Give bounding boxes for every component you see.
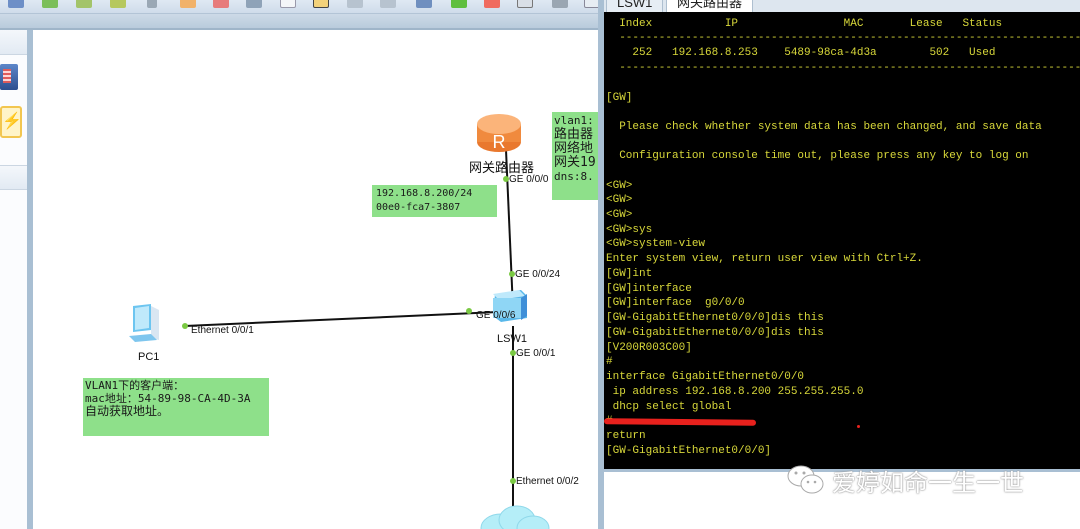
note-line: 自动获取地址。 <box>85 404 170 418</box>
cloud-port-label: Ethernet 0/0/2 <box>516 476 579 487</box>
delete-icon[interactable] <box>213 0 229 8</box>
pc-icon <box>129 304 159 342</box>
note-line: 网关19 <box>554 155 596 170</box>
undo-icon[interactable] <box>76 0 92 8</box>
svg-text:R: R <box>493 132 506 152</box>
screens-icon[interactable] <box>552 0 568 8</box>
router-label: 网关路由器 <box>469 160 535 175</box>
link-port-dot <box>510 478 516 484</box>
pc-port-label: Ethernet 0/0/1 <box>191 325 254 336</box>
link-port-dot <box>509 271 515 277</box>
tab-lsw1[interactable]: LSW1 <box>606 0 664 12</box>
tab-gateway-router[interactable]: 网关路由器 <box>666 0 754 12</box>
link-port-dot <box>466 308 472 314</box>
terminal-line: <GW> <box>606 209 633 221</box>
terminal-line: Please check whether system data has bee… <box>606 121 1042 133</box>
stop-icon[interactable] <box>484 0 500 8</box>
layout-icon[interactable] <box>42 0 58 8</box>
pc-note[interactable]: VLAN1下的客户端： mac地址：54-89-98-CA-4D-3A 自动获取… <box>83 378 269 436</box>
text-note-icon[interactable] <box>280 0 296 8</box>
topology-canvas[interactable]: R 网关路由器 GE 0/0/0 192.168.8.200/24 00e0-f… <box>33 30 598 529</box>
hand-icon[interactable] <box>180 0 196 8</box>
terminal-line: <GW> <box>606 194 633 206</box>
zoom-in-icon[interactable] <box>347 0 363 8</box>
link-port-dot <box>510 350 516 356</box>
watermark: 爱婷如命一生一世 <box>786 462 1024 498</box>
terminal-line: # <box>606 356 613 368</box>
toolbar <box>0 0 600 14</box>
switch-port-up-label: GE 0/0/24 <box>515 269 561 280</box>
terminal-line: [GW-GigabitEthernet0/0/0] <box>606 445 772 457</box>
wechat-icon <box>787 465 824 494</box>
note-line: VLAN1下的客户端： <box>85 379 185 392</box>
router-port-label: GE 0/0/0 <box>509 174 549 185</box>
terminal-line: <GW>sys <box>606 224 653 236</box>
router-note[interactable]: 192.168.8.200/24 00e0-fca7-3807 <box>372 185 497 217</box>
terminal-line: [GW]interface <box>606 283 692 295</box>
device-panel: ⚡ <box>0 30 27 529</box>
zoom-out-icon[interactable] <box>380 0 396 8</box>
terminal-tabs: LSW1 网关路由器 <box>604 0 1080 12</box>
terminal-line: ip address 192.168.8.200 255.255.255.0 <box>606 386 864 398</box>
terminal-console[interactable]: Index IP MAC Lease Status --------------… <box>604 12 1080 469</box>
connection-icon[interactable]: ⚡ <box>0 106 22 138</box>
terminal-line: ----------------------------------------… <box>606 32 1080 44</box>
cloud-icon <box>480 505 550 529</box>
note-line: 路由器 <box>554 127 594 142</box>
terminal-line: Enter system view, return user view with… <box>606 253 923 265</box>
red-dot-annotation <box>857 425 860 428</box>
terminal-line: [GW] <box>606 92 633 104</box>
terminal-line: dhcp select global <box>606 401 732 413</box>
note-line: vlan1: <box>554 114 594 127</box>
terminal-line: <GW> <box>606 180 633 192</box>
start-icon[interactable] <box>451 0 467 8</box>
terminal-line: Configuration console time out, please p… <box>606 150 1029 162</box>
vlan-note[interactable]: vlan1: 路由器 网络地 网关19 dns:8. <box>552 112 598 200</box>
terminal-line: ----------------------------------------… <box>606 62 1080 74</box>
links <box>184 149 514 529</box>
terminal-line: [V200R003C00] <box>606 342 692 354</box>
terminal-line: interface GigabitEthernet0/0/0 <box>606 371 805 383</box>
terminal-line: 252 192.168.8.253 5489-98ca-4d3a 502 Use… <box>606 47 996 59</box>
delete-link-icon[interactable] <box>246 0 262 8</box>
toolbar-subbar <box>0 14 600 30</box>
terminal-line: <GW>system-view <box>606 238 706 250</box>
cloud-device[interactable] <box>479 502 551 529</box>
panel-header <box>0 30 27 55</box>
router-icon: R <box>477 114 521 152</box>
splitter-left[interactable] <box>27 30 33 529</box>
watermark-text: 爱婷如命一生一世 <box>832 469 1024 497</box>
splitter-right[interactable] <box>598 0 604 529</box>
terminal-line: [GW-GigabitEthernet0/0/0]dis this <box>606 312 824 324</box>
panel-header-2 <box>0 165 27 190</box>
terminal-line: Index IP MAC Lease Status <box>606 18 1003 30</box>
pc-label: PC1 <box>138 351 160 363</box>
terminal-line: [GW]int <box>606 268 653 280</box>
terminal-line: return <box>606 430 646 442</box>
switch-icon <box>493 290 527 322</box>
note-line: dns:8. <box>554 170 594 183</box>
terminal-bottom-area <box>604 469 1080 529</box>
note-line: 192.168.8.200/24 <box>376 188 473 199</box>
link-port-dot <box>503 176 509 182</box>
capture-icon[interactable] <box>517 0 533 8</box>
edit-icon[interactable] <box>8 0 24 8</box>
router-device[interactable]: R <box>476 110 522 154</box>
pointer-icon[interactable] <box>147 0 157 8</box>
switch-device[interactable] <box>491 288 529 322</box>
link-port-dot <box>182 323 188 329</box>
terminal-line: [GW]interface g0/0/0 <box>606 297 745 309</box>
terminal-line: [GW-GigabitEthernet0/0/0]dis this <box>606 327 824 339</box>
note-line: mac地址：54-89-98-CA-4D-3A <box>85 392 251 405</box>
topology-icon[interactable] <box>416 0 432 8</box>
device-panel-icon[interactable] <box>0 64 18 90</box>
redo-icon[interactable] <box>110 0 126 8</box>
switch-port-left-label: GE 0/0/6 <box>476 310 516 321</box>
note-line: 00e0-fca7-3807 <box>376 202 461 213</box>
note-line: 网络地 <box>554 141 594 156</box>
pc-device[interactable] <box>125 302 167 344</box>
switch-port-down-label: GE 0/0/1 <box>516 348 556 359</box>
rectangle-icon[interactable] <box>313 0 329 8</box>
switch-label: LSW1 <box>497 333 527 345</box>
